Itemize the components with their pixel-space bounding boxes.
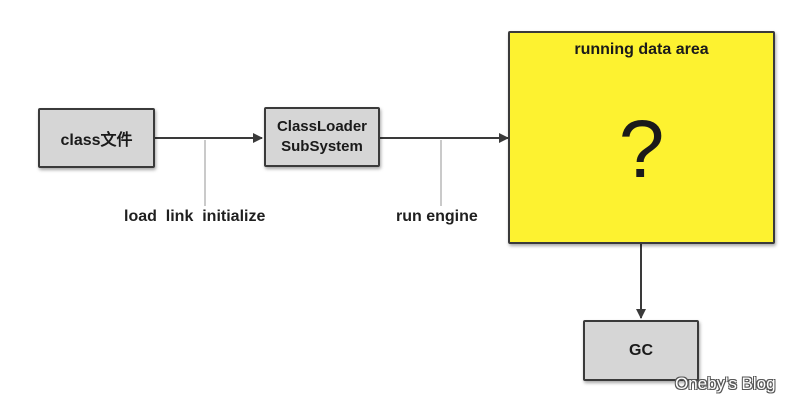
watermark: Oneby's Blog (675, 374, 776, 393)
running-data-area-node: running data area ? (508, 31, 775, 244)
run-engine-label: run engine (396, 208, 478, 225)
class-file-node: class文件 (38, 108, 155, 168)
running-data-area-title: running data area (574, 41, 709, 58)
load-link-initialize-label: load link initialize (124, 208, 266, 225)
gc-label: GC (629, 341, 653, 359)
classloader-label-line2: SubSystem (281, 138, 363, 155)
classloader-label-line1: ClassLoader (276, 118, 368, 135)
gc-node: GC (583, 320, 699, 381)
classloader-subsystem-node: ClassLoader SubSystem (264, 107, 380, 167)
class-file-label: class文件 (60, 132, 133, 149)
running-data-area-question-mark: ? (618, 104, 665, 195)
